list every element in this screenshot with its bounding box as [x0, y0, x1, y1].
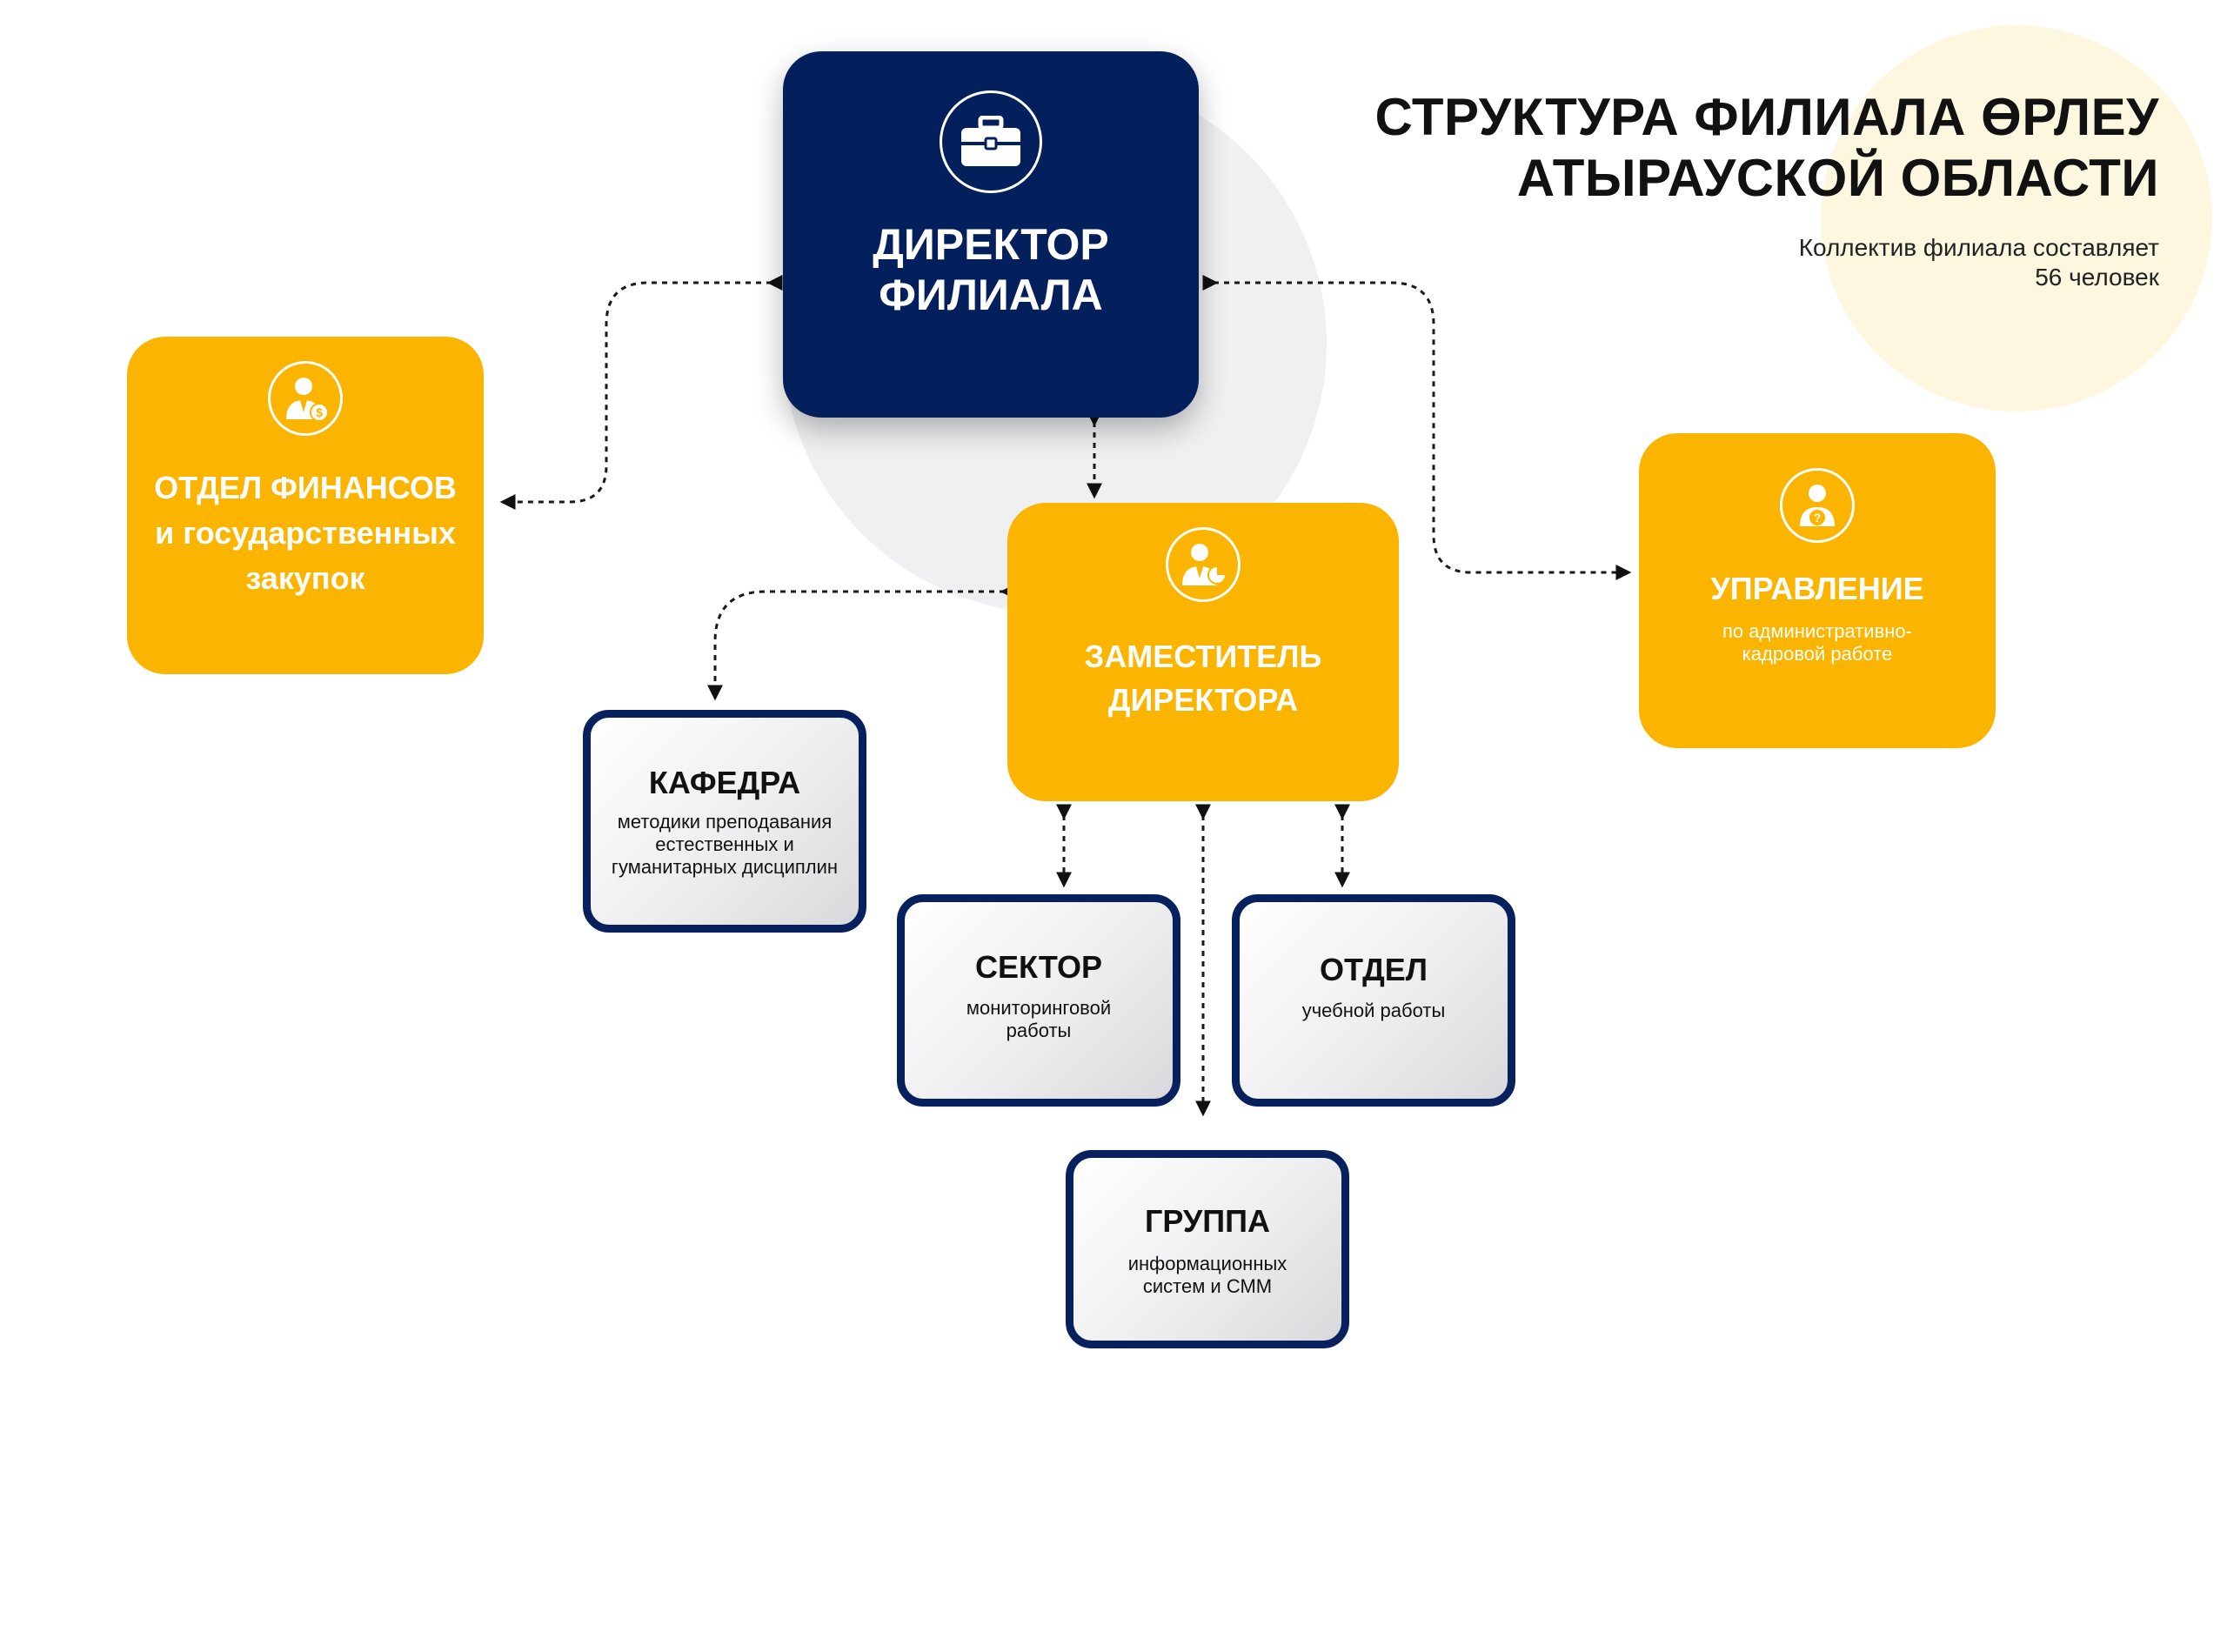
node-study-department: ОТДЕЛ учебной работы	[1232, 894, 1515, 1107]
finance-title: ОТДЕЛ ФИНАНСОВ и государственных закупок	[154, 465, 457, 601]
management-subtitle-line-1: по административно-	[1722, 620, 1912, 642]
page-title-line-1: СТРУКТУРА ФИЛИАЛА ӨРЛЕУ	[1374, 88, 2159, 146]
deputy-title-line-2: ДИРЕКТОРА	[1107, 682, 1299, 718]
department-chair-title: КАФЕДРА	[648, 765, 801, 800]
finance-title-line-1: ОТДЕЛ ФИНАНСОВ	[154, 470, 457, 505]
management-title: УПРАВЛЕНИЕ	[1710, 571, 1924, 606]
sector-title: СЕКТОР	[975, 949, 1102, 985]
department-chair-subtitle: методики преподавания естественных и гум…	[612, 811, 838, 879]
management-subtitle-line-2: кадровой работе	[1742, 643, 1893, 665]
subtitle-line-1: Коллектив филиала составляет	[1798, 234, 2159, 261]
decorative-circle-cream	[1821, 25, 2212, 411]
department-chair-subtitle-line-1: методики преподавания	[617, 811, 833, 833]
director-title-line-1: ДИРЕКТОР	[873, 220, 1109, 269]
node-director: ДИРЕКТОР ФИЛИАЛА	[783, 51, 1199, 418]
node-sector: СЕКТОР мониторинговой работы	[897, 894, 1180, 1107]
group-subtitle: информационных систем и СММ	[1128, 1253, 1287, 1298]
svg-text:?: ?	[1814, 511, 1822, 525]
finance-title-line-2: и государственных	[155, 515, 456, 551]
title-block: СТРУКТУРА ФИЛИАЛА ӨРЛЕУ АТЫРАУСКОЙ ОБЛАС…	[1375, 87, 2159, 292]
svg-text:$: $	[316, 405, 323, 419]
finance-person-icon: $	[268, 361, 343, 436]
department-chair-subtitle-line-2: естественных и	[655, 833, 794, 855]
management-subtitle: по административно- кадровой работе	[1722, 620, 1912, 665]
edge-director-finance	[499, 275, 783, 510]
sector-subtitle: мониторинговой работы	[966, 997, 1111, 1042]
sector-subtitle-line-1: мониторинговой	[966, 997, 1112, 1019]
node-deputy: ЗАМЕСТИТЕЛЬ ДИРЕКТОРА	[1007, 503, 1399, 801]
director-title-line-2: ФИЛИАЛА	[879, 271, 1103, 319]
group-subtitle-line-2: систем и СММ	[1142, 1275, 1273, 1297]
analytics-person-icon	[1166, 527, 1241, 602]
study-department-subtitle: учебной работы	[1302, 1000, 1446, 1022]
node-management: ? УПРАВЛЕНИЕ по административно- кадрово…	[1639, 433, 1996, 748]
page-title-line-2: АТЫРАУСКОЙ ОБЛАСТИ	[1516, 149, 2159, 207]
director-title: ДИРЕКТОР ФИЛИАЛА	[873, 219, 1109, 320]
node-department-chair: КАФЕДРА методики преподавания естественн…	[583, 710, 866, 933]
edge-deputy-department-chair	[707, 584, 1016, 701]
department-chair-subtitle-line-3: гуманитарных дисциплин	[611, 856, 839, 878]
deputy-title: ЗАМЕСТИТЕЛЬ ДИРЕКТОРА	[1085, 635, 1322, 722]
subtitle-line-2: 56 человек	[2035, 264, 2159, 291]
study-department-title: ОТДЕЛ	[1319, 952, 1428, 987]
group-title: ГРУППА	[1144, 1203, 1271, 1239]
sector-subtitle-line-2: работы	[1006, 1020, 1072, 1041]
study-department-subtitle-line-1: учебной работы	[1301, 1000, 1446, 1021]
group-subtitle-line-1: информационных	[1127, 1253, 1287, 1274]
node-group: ГРУППА информационных систем и СММ	[1066, 1150, 1349, 1348]
briefcase-icon	[940, 90, 1042, 193]
question-person-icon: ?	[1780, 468, 1855, 543]
finance-title-line-3: закупок	[245, 560, 365, 596]
node-finance: $ ОТДЕЛ ФИНАНСОВ и государственных закуп…	[127, 337, 484, 674]
deputy-title-line-1: ЗАМЕСТИТЕЛЬ	[1084, 639, 1322, 674]
